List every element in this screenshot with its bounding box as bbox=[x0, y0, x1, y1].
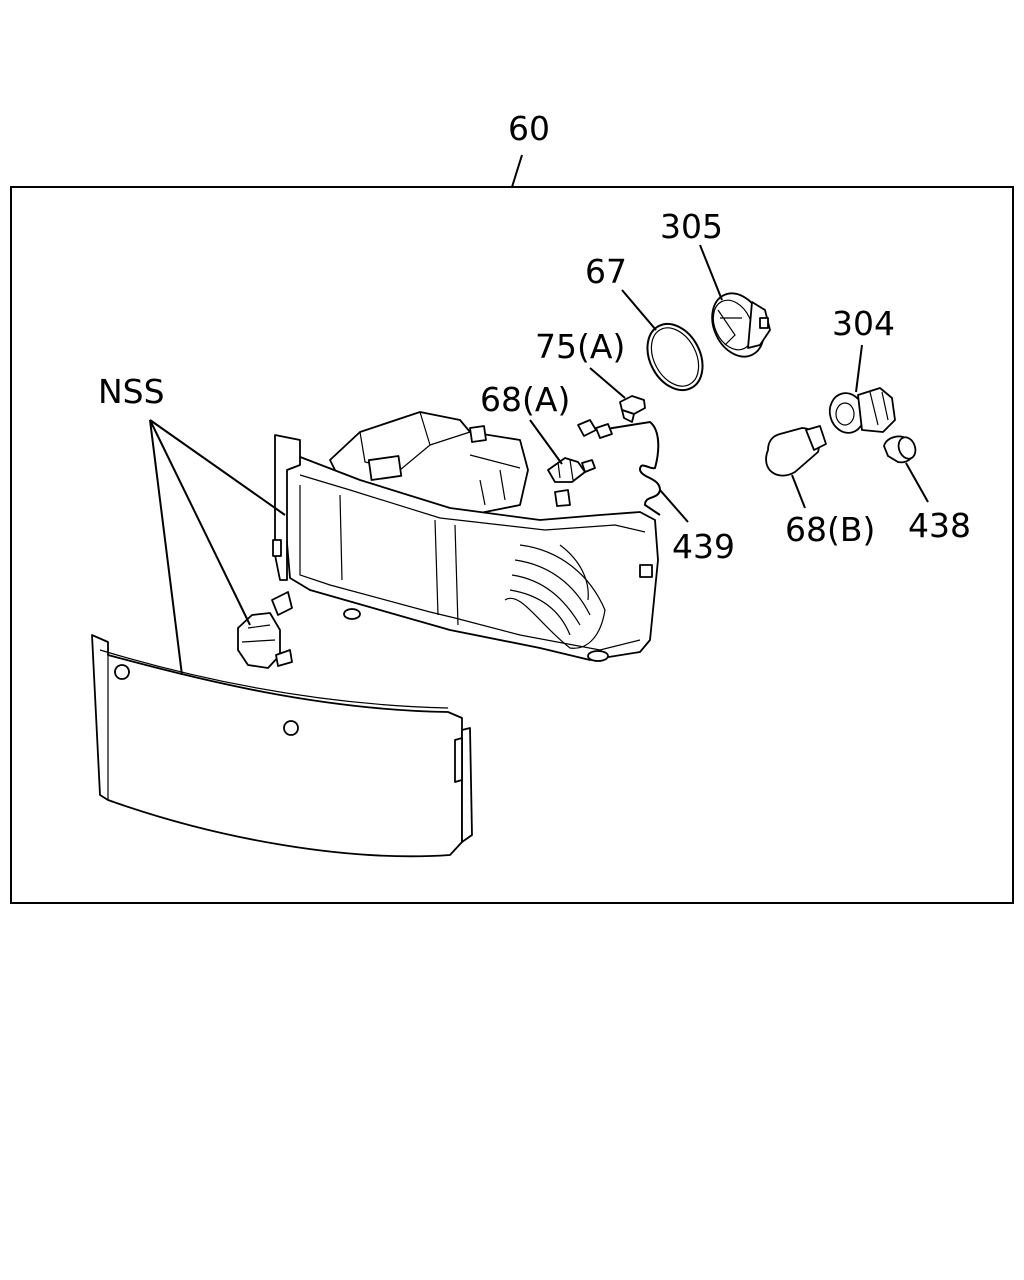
socket-304 bbox=[828, 387, 896, 434]
label-305: 305 bbox=[660, 207, 723, 246]
screw-75a bbox=[619, 395, 646, 423]
o-ring-67-inner bbox=[650, 327, 700, 387]
leader-438 bbox=[905, 462, 929, 503]
socket-post bbox=[469, 425, 571, 507]
label-nss: NSS bbox=[98, 372, 165, 411]
leader-439 bbox=[659, 489, 689, 523]
leader-305 bbox=[699, 244, 723, 301]
leader-nss-housing bbox=[149, 419, 286, 516]
label-60: 60 bbox=[508, 109, 550, 148]
leader-nss-lens bbox=[149, 419, 183, 676]
leader-nss-clip bbox=[149, 419, 251, 626]
leader-68b bbox=[791, 474, 806, 509]
label-68a: 68(A) bbox=[480, 380, 570, 419]
leader-304 bbox=[855, 344, 863, 393]
bulb-68a bbox=[547, 457, 596, 483]
socket-305 bbox=[711, 292, 771, 358]
leader-60 bbox=[511, 154, 523, 188]
clip-nss bbox=[237, 591, 293, 669]
leader-68a bbox=[529, 419, 563, 465]
headlamp-housing bbox=[272, 411, 659, 662]
cap-438 bbox=[883, 435, 917, 464]
leader-67 bbox=[621, 289, 657, 331]
o-ring-67 bbox=[646, 322, 704, 392]
bulb-68b bbox=[765, 425, 827, 477]
label-304: 304 bbox=[832, 304, 895, 343]
harness-439 bbox=[577, 419, 662, 516]
label-438: 438 bbox=[908, 506, 971, 545]
label-68b: 68(B) bbox=[785, 510, 875, 549]
label-75a: 75(A) bbox=[535, 327, 625, 366]
leader-75a bbox=[589, 367, 626, 399]
label-439: 439 bbox=[672, 527, 735, 566]
label-67: 67 bbox=[585, 252, 627, 291]
lens-panel bbox=[91, 634, 473, 858]
